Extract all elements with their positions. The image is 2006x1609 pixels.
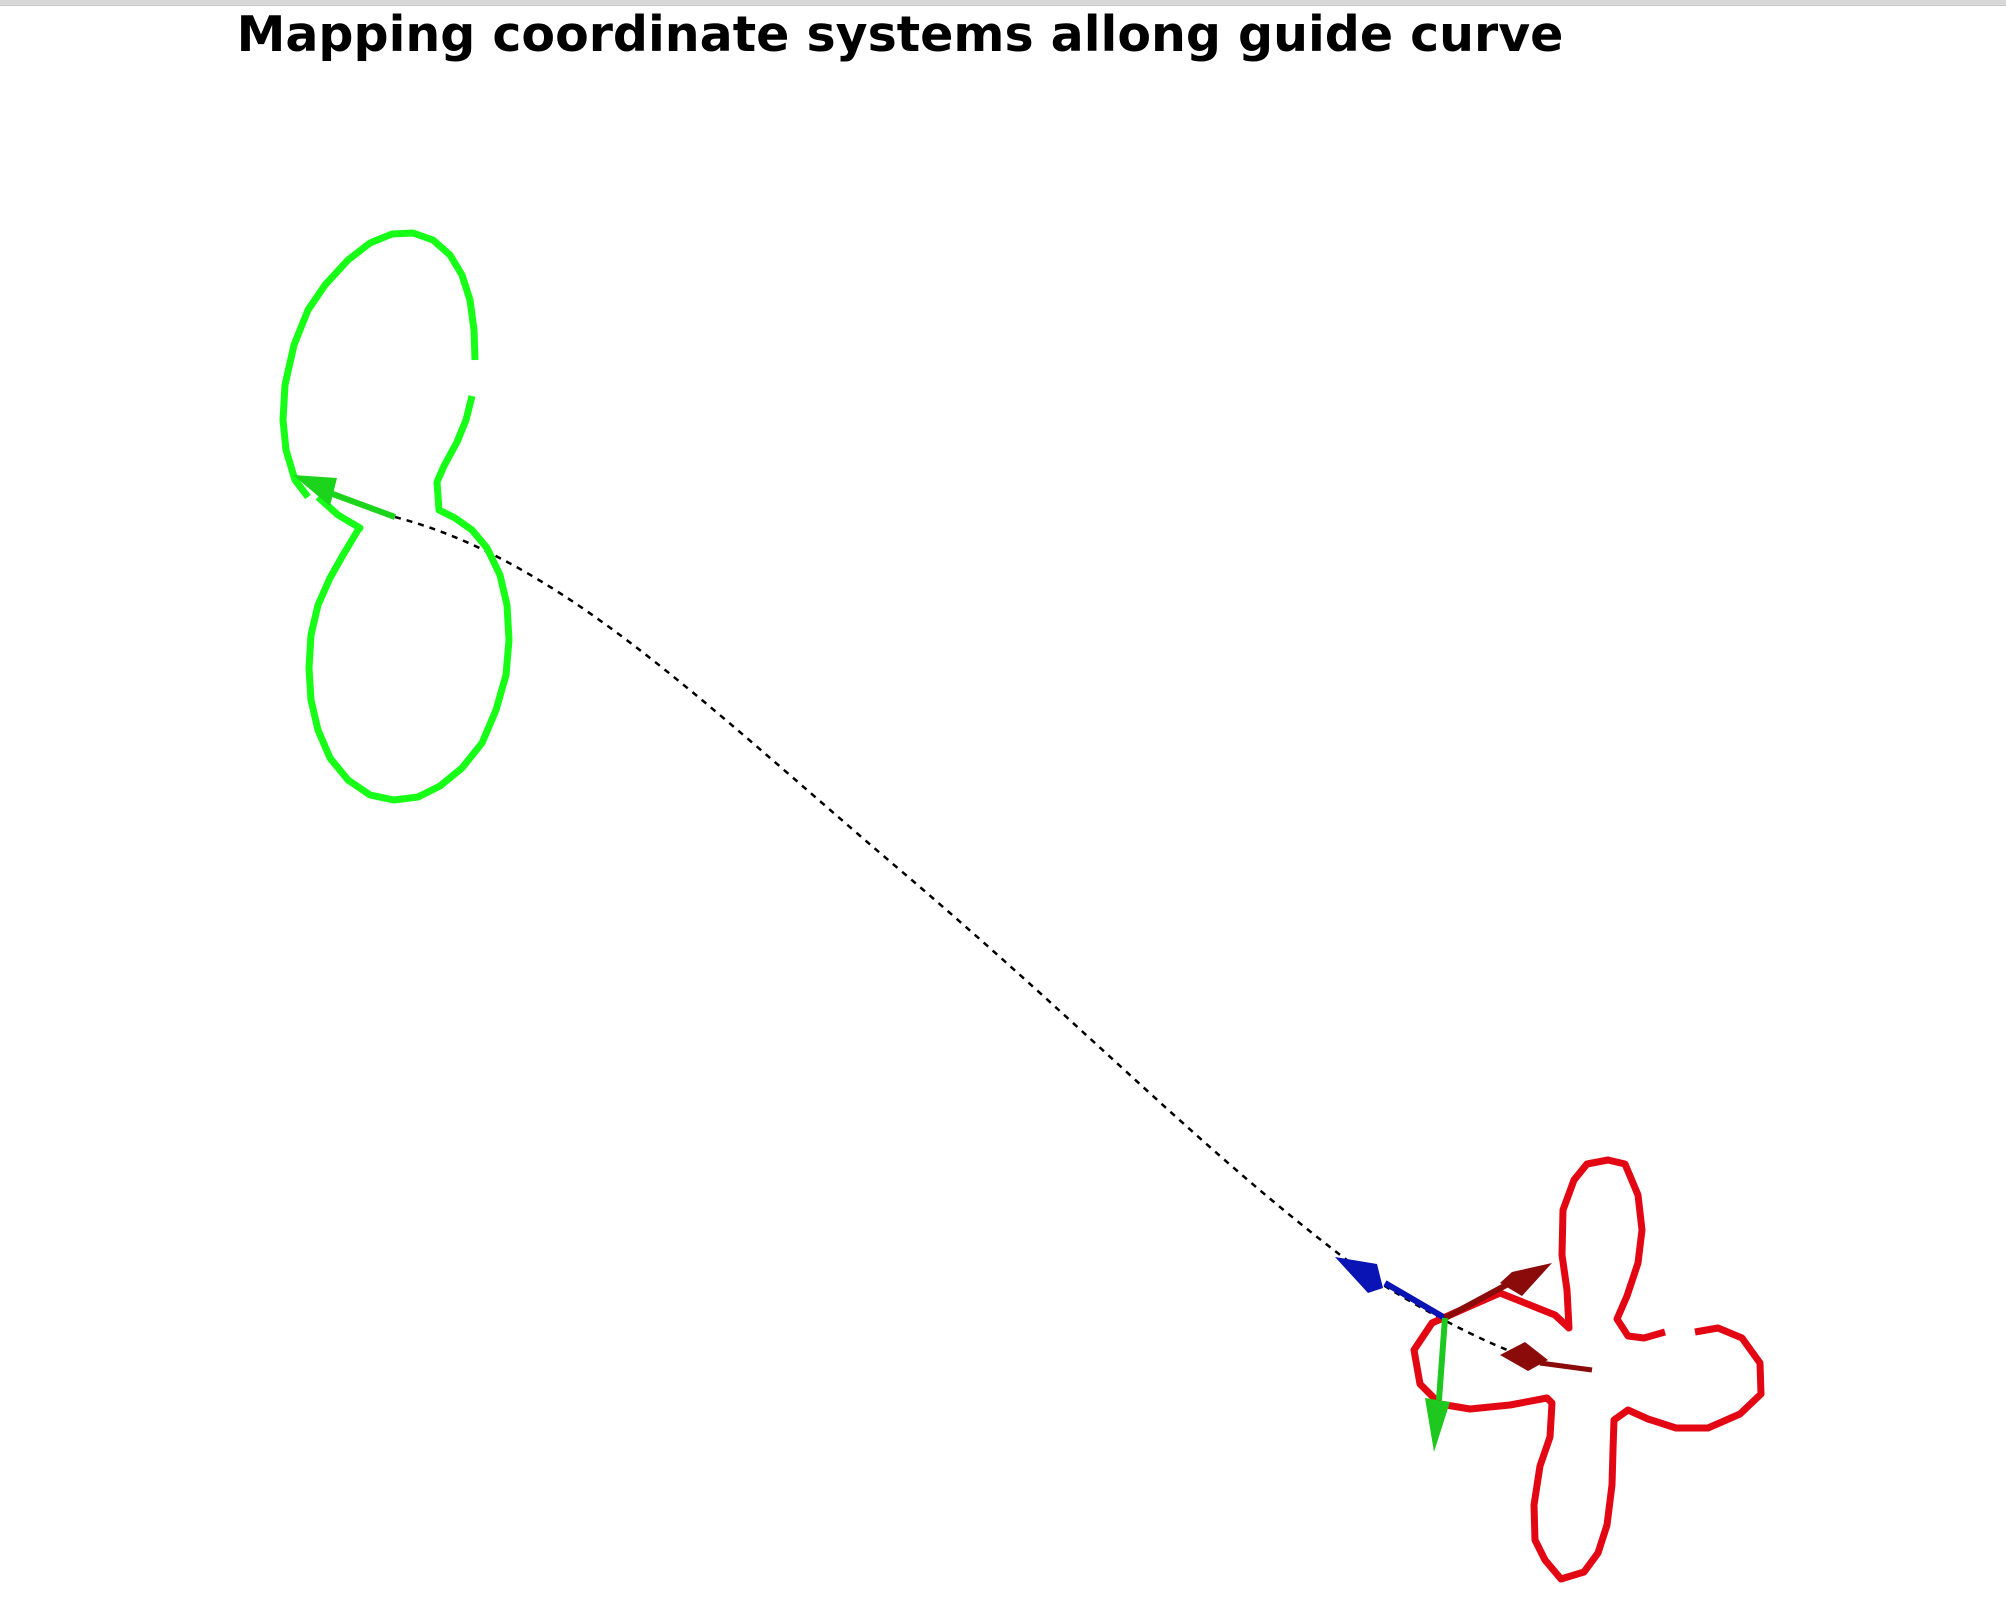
page-title: Mapping coordinate systems allong guide … xyxy=(236,6,1564,63)
end-frame-z-axis-shaft xyxy=(1383,1280,1447,1321)
end-frame-x-axis-back-arrowhead xyxy=(1500,1342,1548,1371)
window-top-border xyxy=(0,0,2006,6)
start-frame-tangent-shaft xyxy=(328,490,397,520)
guide-curve xyxy=(394,515,1521,1357)
end-frame-y-axis-arrowhead xyxy=(1425,1398,1450,1452)
start-frame-tangent-arrowhead xyxy=(293,475,337,506)
start-profile-upper-lobe xyxy=(279,229,479,500)
end-frame-x-axis-shaft xyxy=(1443,1280,1512,1321)
end-frame-z-axis-arrowhead xyxy=(1335,1257,1383,1293)
start-profile-lower-lobe xyxy=(305,395,513,804)
end-profile-four-lobe xyxy=(1410,1156,1765,1583)
end-frame-x-axis-arrowhead xyxy=(1500,1263,1552,1296)
end-frame-x-axis-back-shaft xyxy=(1539,1360,1593,1373)
end-frame-y-axis-shaft xyxy=(1436,1317,1448,1401)
